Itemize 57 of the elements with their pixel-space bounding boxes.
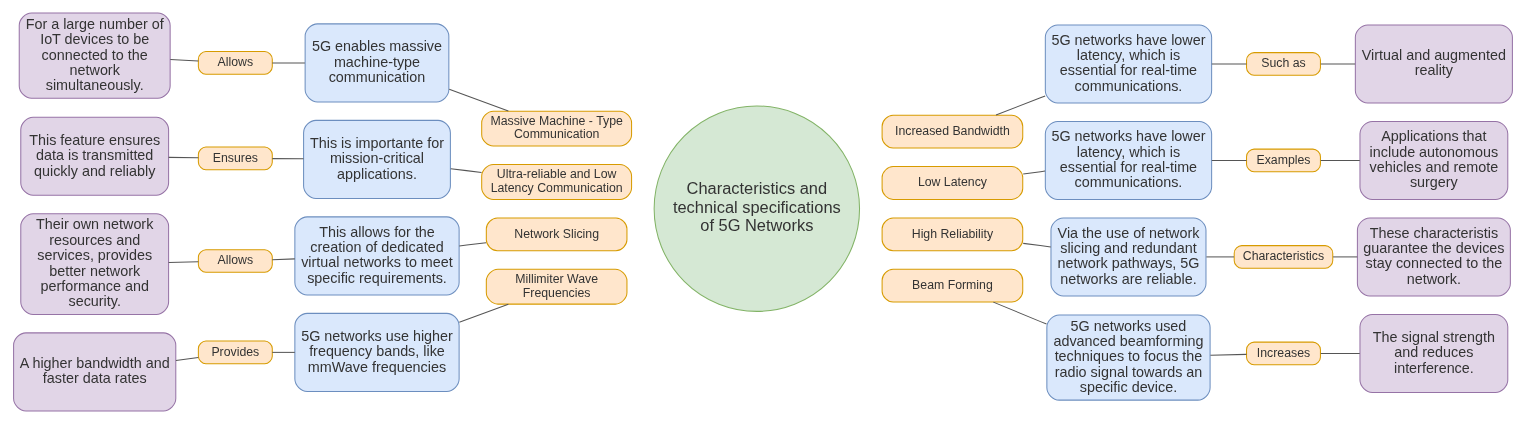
node-box: Examples xyxy=(1245,148,1321,172)
node-box: This is importante for mission-critical applications. xyxy=(302,119,451,199)
node-box: 5G networks used advanced beamforming techniques to focus the radio signal towards an specific device. xyxy=(1045,313,1211,401)
node-box: This feature ensures data is transmitted quickly and reliably xyxy=(19,116,169,196)
node-box: Increased Bandwidth xyxy=(881,114,1023,149)
connector xyxy=(1210,159,1247,161)
connector xyxy=(1319,352,1360,354)
node-box: Provides xyxy=(197,340,273,364)
node-box: Low Latency xyxy=(881,165,1023,200)
node-box: Virtual and augmented reality xyxy=(1354,23,1513,103)
node-box: 5G enables massive machine-type communication xyxy=(304,22,449,102)
connector xyxy=(1319,159,1360,161)
connector xyxy=(1209,353,1247,356)
node-box: This allows for the creation of dedicated virtual networks to meet specific requirements. xyxy=(293,215,460,295)
node-box: Massive Machine - Type Communication xyxy=(480,110,632,147)
connector xyxy=(1319,62,1356,64)
node-box: Ultra-reliable and Low Latency Communication xyxy=(480,163,632,200)
connector xyxy=(271,257,295,260)
node-box: High Reliability xyxy=(881,216,1023,251)
node-box: Network Slicing xyxy=(485,216,627,251)
connector xyxy=(1205,255,1234,257)
node-box: Characteristics xyxy=(1233,244,1333,269)
connector xyxy=(1332,255,1358,257)
connector xyxy=(458,303,509,323)
node-box: Applications that include autonomous vehicles and remote surgery xyxy=(1358,120,1508,200)
node-box: Via the use of network slicing and redundant network pathways, 5G networks are reliable. xyxy=(1049,216,1206,296)
node-box: Beam Forming xyxy=(881,268,1023,303)
connector xyxy=(169,58,199,62)
connector xyxy=(271,61,305,63)
connector xyxy=(458,241,487,247)
node-box: The signal strength and reduces interference. xyxy=(1358,313,1508,393)
node-box: A higher bandwidth and faster data rates xyxy=(12,331,176,411)
node-circle: Characteristics and technical specifications of 5G Networks xyxy=(653,104,860,312)
connector xyxy=(449,167,482,173)
connector xyxy=(167,156,199,158)
node-box: Such as xyxy=(1245,51,1321,76)
node-box: Increases xyxy=(1245,341,1321,365)
node-box: These characteristis guarantee the devices stay connected to the network. xyxy=(1356,216,1511,296)
connector xyxy=(1022,170,1046,174)
connector xyxy=(448,88,509,112)
node-box: Millimiter Wave Frequencies xyxy=(485,268,627,305)
node-box: For a large number of IoT devices to be connected to the network simultaneously. xyxy=(18,12,171,99)
connector xyxy=(271,351,295,353)
connector xyxy=(992,301,1047,325)
node-box: 5G networks use higher frequency bands, like mmWave frequencies xyxy=(293,312,460,392)
connector xyxy=(995,94,1046,116)
connector xyxy=(271,157,304,159)
connector xyxy=(1210,62,1247,64)
connector xyxy=(174,356,199,361)
node-box: 5G networks have lower latency, which is essential for real-time communications. xyxy=(1044,120,1212,200)
node-box: 5G networks have lower latency, which is essential for real-time communications. xyxy=(1044,23,1212,103)
connector xyxy=(167,260,199,263)
node-box: Allows xyxy=(197,248,273,273)
node-box: Their own network resources and services, provides better network performance and security. xyxy=(19,212,169,315)
connector xyxy=(1022,242,1051,247)
node-box: Allows xyxy=(197,50,273,75)
node-box: Ensures xyxy=(197,146,273,170)
